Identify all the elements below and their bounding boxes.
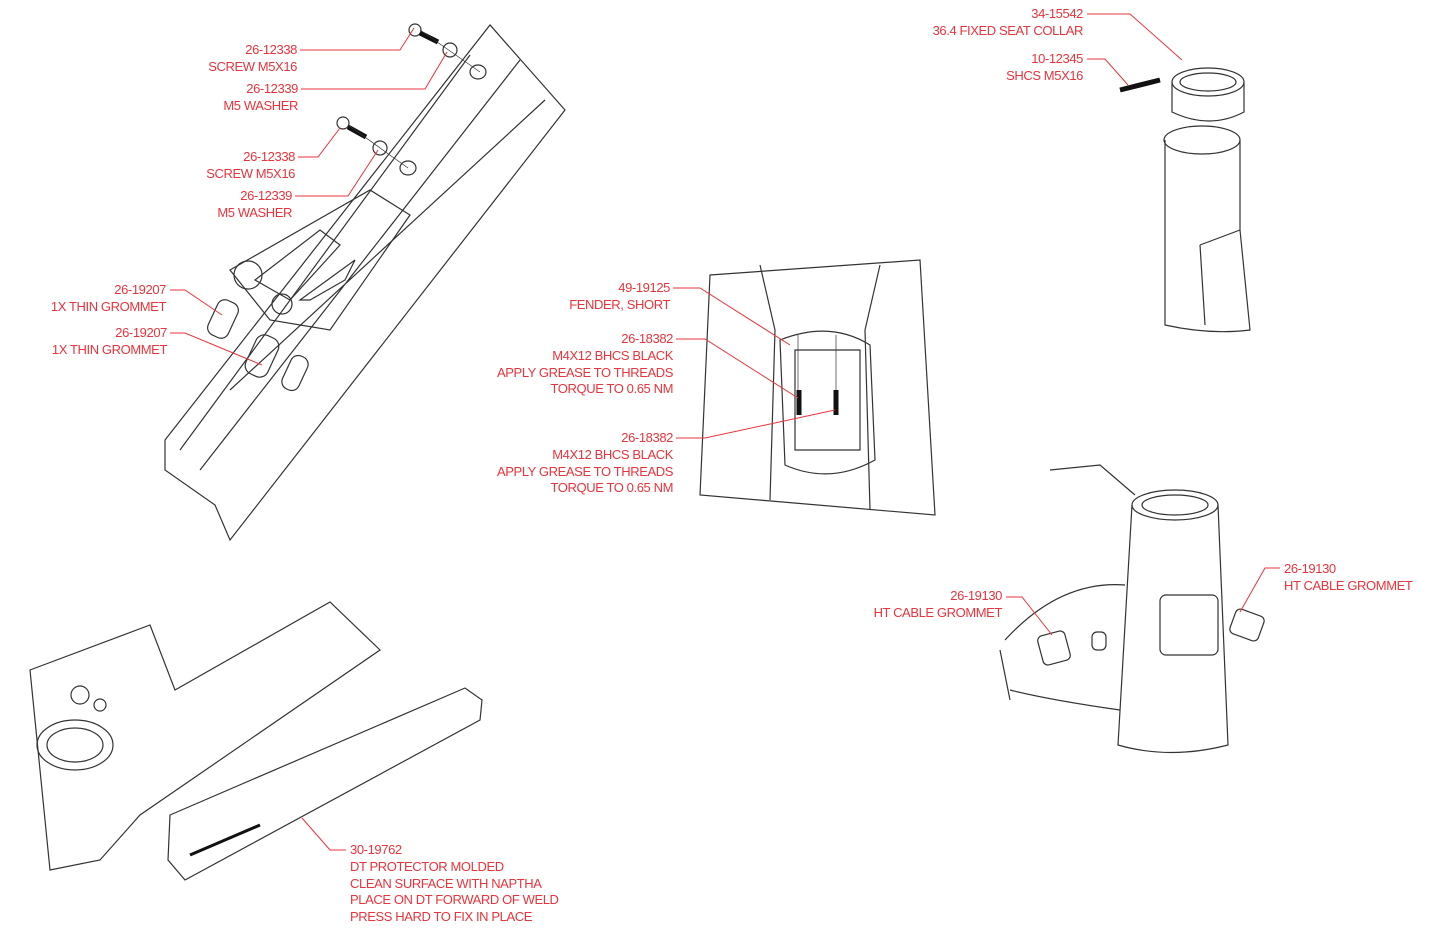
part-instruction: APPLY GREASE TO THREADS bbox=[497, 364, 673, 380]
part-instruction: PRESS HARD TO FIX IN PLACE bbox=[350, 909, 533, 925]
part-description: HT CABLE GROMMET bbox=[1284, 577, 1413, 593]
down-tube-drawing bbox=[164, 24, 566, 542]
part-number: 34-15542 bbox=[1031, 6, 1083, 21]
part-description: M5 WASHER bbox=[223, 97, 298, 113]
part-number: 26-12338 bbox=[243, 149, 295, 164]
part-description: SHCS M5X16 bbox=[1006, 67, 1083, 83]
downtube-protector-drawing bbox=[29, 601, 483, 881]
part-instruction: CLEAN SURFACE WITH NAPTHA bbox=[350, 875, 542, 891]
seat-tube-drawing bbox=[1119, 67, 1251, 333]
part-description: 1X THIN GROMMET bbox=[51, 341, 168, 357]
part-number: 26-12339 bbox=[240, 188, 292, 203]
part-number: 26-12338 bbox=[245, 42, 297, 57]
part-number: 26-18382 bbox=[621, 331, 673, 346]
part-description: FENDER, SHORT bbox=[569, 296, 670, 312]
part-description: SCREW M5X16 bbox=[206, 165, 295, 181]
part-description: 36.4 FIXED SEAT COLLAR bbox=[932, 22, 1084, 38]
part-number: 26-19130 bbox=[950, 588, 1002, 603]
part-number: 26-19130 bbox=[1284, 561, 1336, 576]
screw-washer-group-2 bbox=[336, 116, 417, 176]
part-description: M4X12 BHCS BLACK bbox=[552, 347, 673, 363]
part-instruction: TORQUE TO 0.65 NM bbox=[550, 381, 673, 397]
part-instruction: PLACE ON DT FORWARD OF WELD bbox=[350, 892, 559, 908]
head-tube-drawing bbox=[999, 464, 1265, 754]
part-number: 26-19207 bbox=[115, 325, 167, 340]
part-description: SCREW M5X16 bbox=[208, 58, 297, 74]
leader-lines bbox=[170, 13, 1280, 851]
part-description: HT CABLE GROMMET bbox=[873, 604, 1003, 620]
part-number: 26-18382 bbox=[621, 430, 673, 445]
part-number: 10-12345 bbox=[1031, 51, 1083, 66]
fender-drawing bbox=[699, 259, 936, 516]
part-description: 1X THIN GROMMET bbox=[50, 298, 167, 314]
part-description: DT PROTECTOR MOLDED bbox=[350, 858, 504, 874]
part-number: 49-19125 bbox=[618, 280, 670, 295]
part-instruction: APPLY GREASE TO THREADS bbox=[497, 463, 673, 479]
part-number: 26-12339 bbox=[246, 81, 298, 96]
part-description: M4X12 BHCS BLACK bbox=[552, 446, 673, 462]
part-instruction: TORQUE TO 0.65 NM bbox=[550, 480, 673, 496]
part-description: M5 WASHER bbox=[217, 204, 292, 220]
part-number: 30-19762 bbox=[350, 842, 402, 857]
screw-washer-group-1 bbox=[408, 23, 487, 80]
part-number: 26-19207 bbox=[114, 282, 166, 297]
